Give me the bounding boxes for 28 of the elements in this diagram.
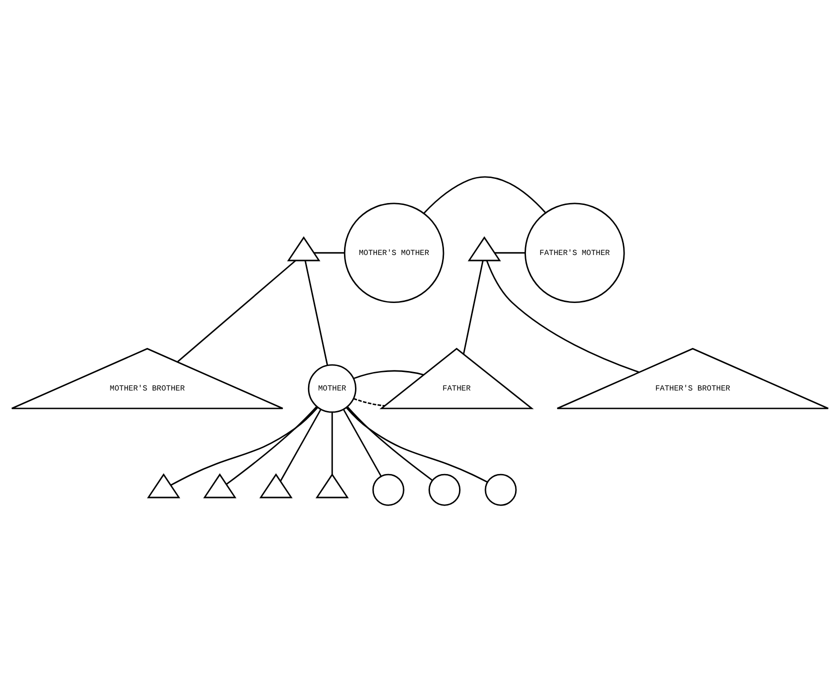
node-circle: MOTHER'S MOTHER xyxy=(344,202,444,302)
connector xyxy=(342,408,382,476)
connector xyxy=(424,176,546,214)
connector xyxy=(331,412,333,474)
connector xyxy=(346,406,488,482)
node-circle xyxy=(484,473,517,506)
connector xyxy=(280,408,322,481)
node-triangle xyxy=(316,472,349,498)
node-triangle xyxy=(203,472,236,498)
connector xyxy=(346,406,433,480)
node-circle xyxy=(372,473,404,506)
node-triangle xyxy=(468,236,501,261)
connector xyxy=(494,252,525,254)
node-triangle xyxy=(259,472,293,498)
connector xyxy=(314,252,344,254)
node-triangle xyxy=(147,472,180,498)
connector xyxy=(353,370,424,379)
connector xyxy=(304,260,328,366)
connector xyxy=(353,397,385,406)
node-circle: FATHER'S MOTHER xyxy=(524,202,625,302)
connector xyxy=(486,260,640,372)
connector xyxy=(177,260,296,362)
connector xyxy=(170,406,318,486)
node-circle: MOTHER xyxy=(308,364,356,412)
node-circle xyxy=(428,473,461,506)
connector xyxy=(462,260,484,354)
connector xyxy=(226,405,318,484)
node-triangle xyxy=(287,236,320,261)
